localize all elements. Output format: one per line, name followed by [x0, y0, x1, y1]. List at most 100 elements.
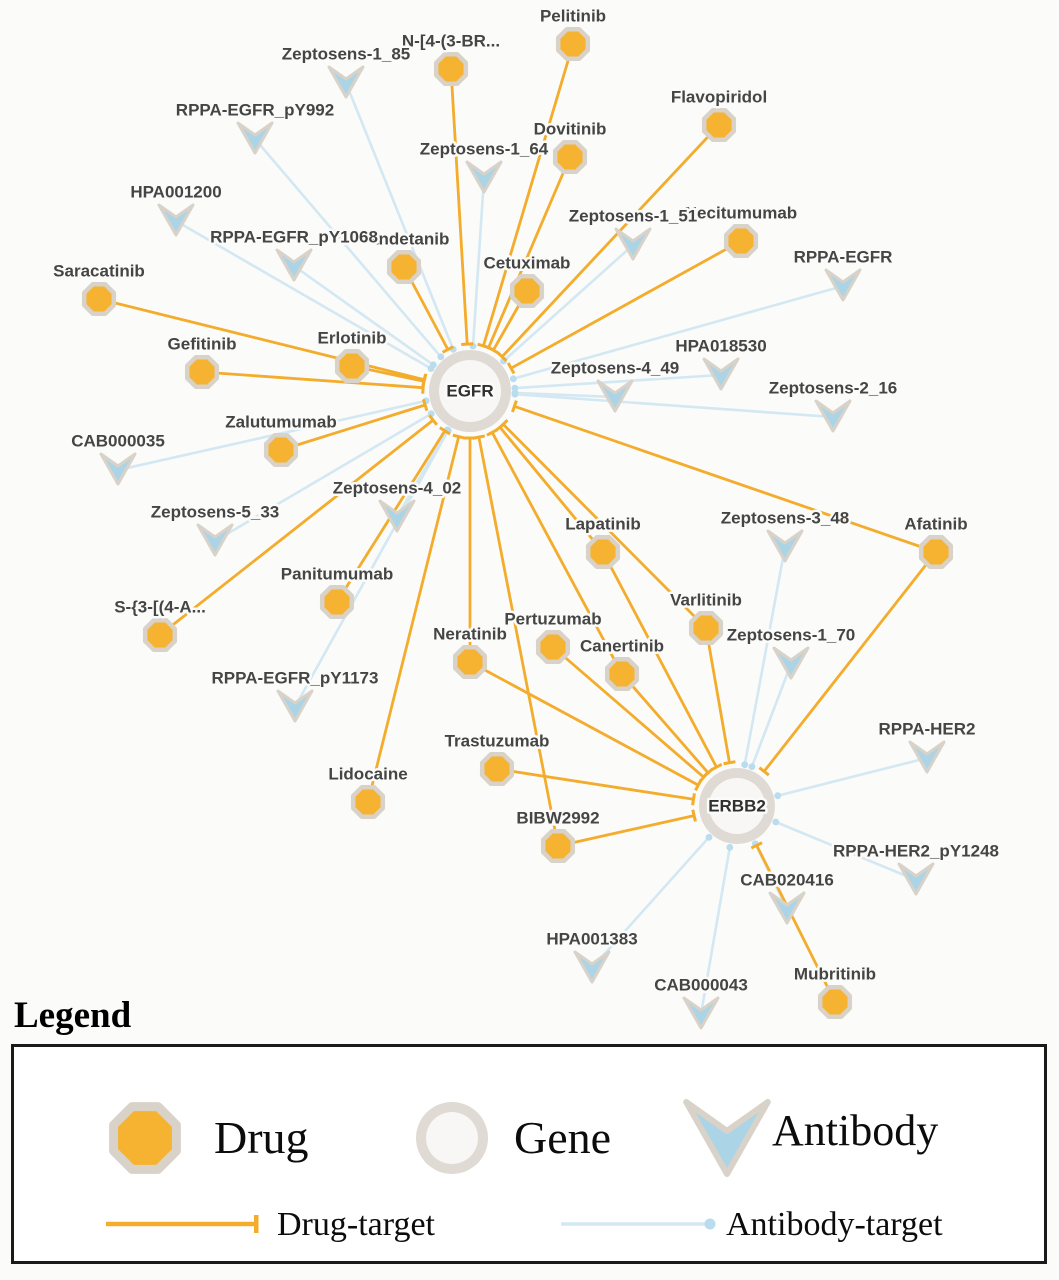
drug-target-edge-sample — [106, 1215, 259, 1233]
drug-node-Erlotinib[interactable] — [334, 348, 370, 384]
antibody-node-CAB000043[interactable] — [682, 996, 720, 1030]
legend-box: Drug Gene Antibody Drug-target Antibody-… — [11, 1044, 1047, 1264]
antibody-node-PY992[interactable] — [236, 121, 274, 155]
drug-node-Lidocaine[interactable] — [350, 784, 386, 820]
gene-label-EGFR: EGFR — [446, 382, 493, 401]
gene-node-EGFR[interactable] — [429, 350, 511, 432]
drug-node-Pertuzumab[interactable] — [535, 629, 571, 665]
drug-label-Canertinib: Canertinib — [580, 637, 664, 656]
drug-target-edge — [366, 433, 465, 803]
antibody-node-Z1_64[interactable] — [465, 160, 503, 194]
drug-target-edge — [750, 841, 837, 1003]
drug-label-Pelitinib: Pelitinib — [540, 7, 606, 26]
antibody-target-edge — [748, 663, 793, 771]
drug-node-Dovitinib[interactable] — [552, 139, 588, 175]
drug-label-Neratinib: Neratinib — [433, 625, 507, 644]
drug-target-edge — [704, 627, 736, 766]
gene-node-ERBB2[interactable] — [699, 768, 775, 844]
antibody-node-PY1248[interactable] — [897, 862, 935, 896]
drug-target-edge — [497, 419, 707, 629]
antibody-target-edge — [511, 390, 834, 419]
drug-node-Mubritinib[interactable] — [817, 984, 853, 1020]
drug-node-Cetuximab[interactable] — [509, 273, 545, 309]
drug-target-edge — [280, 398, 429, 452]
drug-node-Zalutumumab[interactable] — [263, 432, 299, 468]
antibody-target-edge — [511, 373, 722, 392]
antibody-node-Z2_16[interactable] — [814, 399, 852, 433]
drug-node-Varlitinib[interactable] — [688, 610, 724, 646]
antibody-node-HPA001200[interactable] — [157, 203, 195, 237]
drug-node-S34A[interactable] — [142, 617, 178, 653]
drug-shape-icon — [109, 1102, 181, 1174]
drug-target-edge — [496, 124, 721, 362]
drug-label-Cetuximab: Cetuximab — [484, 254, 571, 273]
drug-label-BIBW2992: BIBW2992 — [516, 809, 599, 828]
antibody-node-Z4_49[interactable] — [596, 379, 634, 413]
drug-node-Panitumumab[interactable] — [319, 584, 355, 620]
drug-node-Canertinib[interactable] — [604, 656, 640, 692]
antibody-label-Z4_49: Zeptosens-4_49 — [551, 359, 680, 378]
drug-label-Dovitinib: Dovitinib — [534, 120, 607, 139]
antibody-label-Z1_70: Zeptosens-1_70 — [727, 626, 856, 645]
antibody-node-RPPA_EGFR[interactable] — [824, 268, 862, 302]
antibody-target-edge — [254, 138, 445, 361]
drug-target-edge — [159, 414, 438, 637]
drug-label-N43BR: N-[4-(3-BR... — [402, 32, 500, 51]
drug-node-Gefitinib[interactable] — [184, 354, 220, 390]
drug-target-edge — [472, 434, 560, 847]
nodes-layer — [81, 26, 954, 1030]
drug-target-edge — [496, 767, 696, 806]
drug-label-Varlitinib: Varlitinib — [670, 591, 742, 610]
drug-label-Saracatinib: Saracatinib — [53, 262, 145, 281]
drug-node-Pelitinib[interactable] — [555, 26, 591, 62]
legend-antibody-target-label: Antibody-target — [726, 1206, 943, 1243]
drug-node-Lapatinib[interactable] — [585, 534, 621, 570]
antibody-node-PY1068[interactable] — [275, 248, 313, 282]
drug-node-N43BR[interactable] — [433, 51, 469, 87]
drug-target-edge — [482, 156, 572, 352]
drug-node-Necitumumab[interactable] — [723, 223, 759, 259]
drug-node-Afatinib[interactable] — [918, 534, 954, 570]
antibody-label-PY992: RPPA-EGFR_pY992 — [176, 101, 334, 120]
antibody-node-CAB000035[interactable] — [99, 452, 137, 486]
antibody-target-edge-sample — [561, 1218, 716, 1230]
antibody-target-edge — [293, 264, 437, 369]
drug-target-edge — [758, 551, 938, 777]
antibody-label-CAB000043: CAB000043 — [654, 976, 748, 995]
antibody-label-Z3_48: Zeptosens-3_48 — [721, 509, 850, 528]
drug-label-S34A: S-{3-[(4-A... — [114, 598, 206, 617]
antibody-node-Z1_70[interactable] — [772, 646, 810, 680]
drug-node-BIBW2992[interactable] — [540, 828, 576, 864]
antibody-node-RPPA_HER2[interactable] — [908, 740, 946, 774]
legend-title: Legend — [14, 995, 132, 1036]
drug-label-Trastuzumab: Trastuzumab — [445, 732, 550, 751]
drug-node-Vandetanib[interactable] — [386, 249, 422, 285]
antibody-target-edge — [175, 219, 435, 372]
drug-label-Zalutumumab: Zalutumumab — [225, 413, 336, 432]
antibody-node-HPA018530[interactable] — [702, 357, 740, 391]
drug-label-Flavopiridol: Flavopiridol — [671, 88, 767, 107]
drug-target-edge — [620, 673, 714, 778]
antibody-node-Z1_85[interactable] — [327, 65, 365, 99]
legend-gene-label: Gene — [514, 1112, 612, 1163]
drug-node-Flavopiridol[interactable] — [701, 107, 737, 143]
drug-label-Gefitinib: Gefitinib — [168, 335, 237, 354]
drug-node-Saracatinib[interactable] — [81, 281, 117, 317]
antibody-node-PY1173[interactable] — [276, 689, 314, 723]
drug-label-Afatinib: Afatinib — [904, 515, 967, 534]
antibody-node-Z3_48[interactable] — [766, 529, 804, 563]
antibody-label-HPA001383: HPA001383 — [546, 930, 637, 949]
drug-label-Lidocaine: Lidocaine — [328, 765, 407, 784]
drug-node-Trastuzumab[interactable] — [479, 751, 515, 787]
antibody-label-Z1_85: Zeptosens-1_85 — [282, 45, 411, 64]
antibody-node-HPA001383[interactable] — [573, 950, 611, 984]
drug-node-Neratinib[interactable] — [452, 644, 488, 680]
antibody-node-Z4_02[interactable] — [378, 499, 416, 533]
drug-label-Panitumumab: Panitumumab — [281, 565, 393, 584]
antibody-node-Z1_51[interactable] — [614, 227, 652, 261]
antibody-node-Z5_33[interactable] — [196, 523, 234, 557]
antibody-node-CAB020416[interactable] — [768, 891, 806, 925]
antibody-target-edge — [214, 410, 435, 543]
antibody-label-HPA001200: HPA001200 — [130, 183, 221, 202]
